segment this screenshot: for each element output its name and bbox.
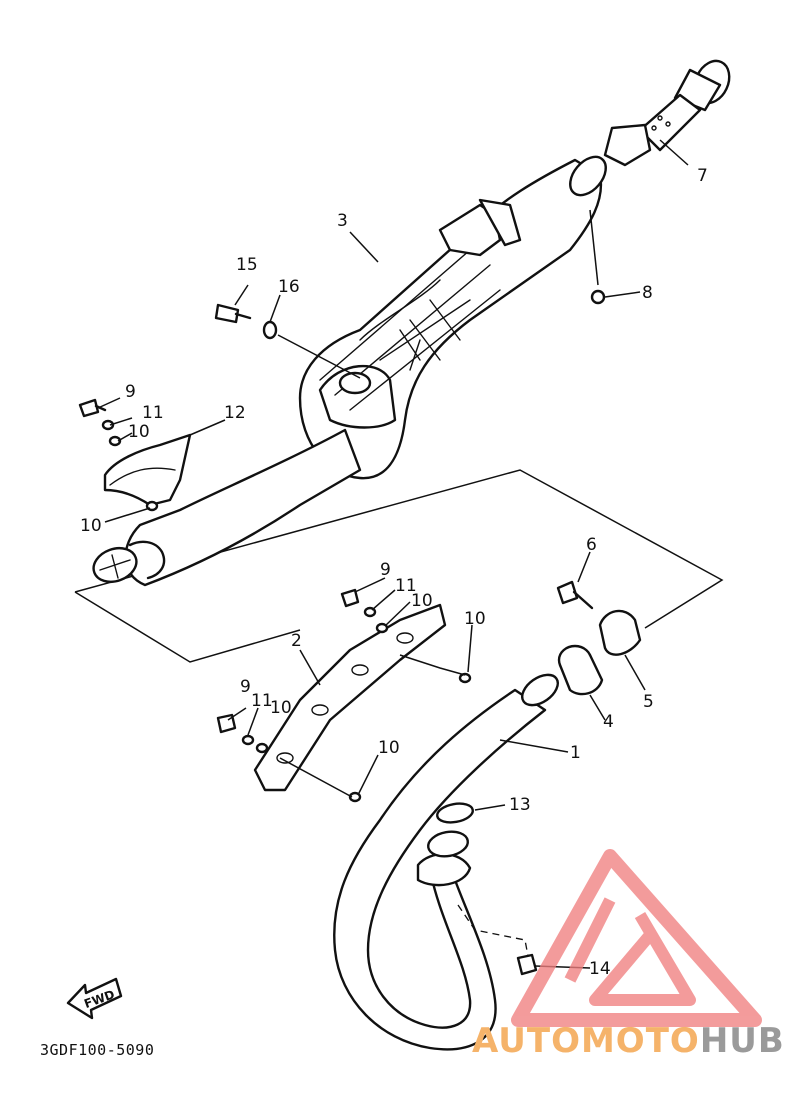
watermark-word-part2: HUB: [700, 1021, 785, 1061]
callout-3: 3: [337, 211, 348, 231]
callout-6: 6: [586, 535, 597, 555]
callout-12: 12: [224, 403, 246, 423]
callout-15: 15: [236, 255, 258, 275]
callout-11a: 11: [142, 403, 164, 423]
fwd-label: FWD: [82, 987, 116, 1011]
callout-10d: 10: [464, 609, 486, 629]
callout-4: 4: [603, 712, 614, 732]
spark-arrester: [603, 59, 731, 167]
fasteners: [78, 289, 606, 976]
watermark-triangle-inner: [564, 897, 696, 1006]
callout-14: 14: [589, 959, 611, 979]
callout-9c: 9: [240, 677, 251, 697]
callouts: 1 2 3 4 5 6 7 8 9 9 9 10 10 10 10 10 10 …: [80, 166, 708, 979]
callout-9b: 9: [380, 560, 391, 580]
reference-code: 3GDF100-5090: [40, 1041, 154, 1059]
assembly-outline: [74, 469, 724, 663]
clamp: [598, 609, 642, 656]
callout-2: 2: [291, 631, 302, 651]
callout-10c: 10: [411, 591, 433, 611]
callout-11c: 11: [251, 691, 273, 711]
leader-lines: [97, 139, 689, 969]
fwd-arrow: FWD: [66, 977, 123, 1020]
muffler-joint-gasket: [557, 644, 604, 696]
heat-protector: [253, 603, 447, 792]
gasket: [436, 802, 474, 824]
watermark-triangle-outer: [511, 849, 762, 1027]
watermark-word-part1: AUTOMOTO: [472, 1021, 700, 1061]
heat-guard-rear: [103, 433, 192, 507]
callout-5: 5: [643, 692, 654, 712]
callout-10e: 10: [270, 698, 292, 718]
callout-1: 1: [570, 743, 581, 763]
muffler: [298, 155, 607, 480]
muffler-inlet-tube: [92, 428, 362, 587]
callout-10a: 10: [128, 422, 150, 442]
callout-10f: 10: [378, 738, 400, 758]
watermark-logo: [511, 849, 762, 1027]
callout-9a: 9: [125, 382, 136, 402]
callout-11b: 11: [395, 576, 417, 596]
callout-8: 8: [642, 283, 653, 303]
callout-16: 16: [278, 277, 300, 297]
callout-10b: 10: [80, 516, 102, 536]
callout-7: 7: [697, 166, 708, 186]
callout-13: 13: [509, 795, 531, 815]
watermark-word: AUTOMOTOHUB: [472, 1021, 785, 1061]
exhaust-pipe: [333, 673, 559, 1051]
